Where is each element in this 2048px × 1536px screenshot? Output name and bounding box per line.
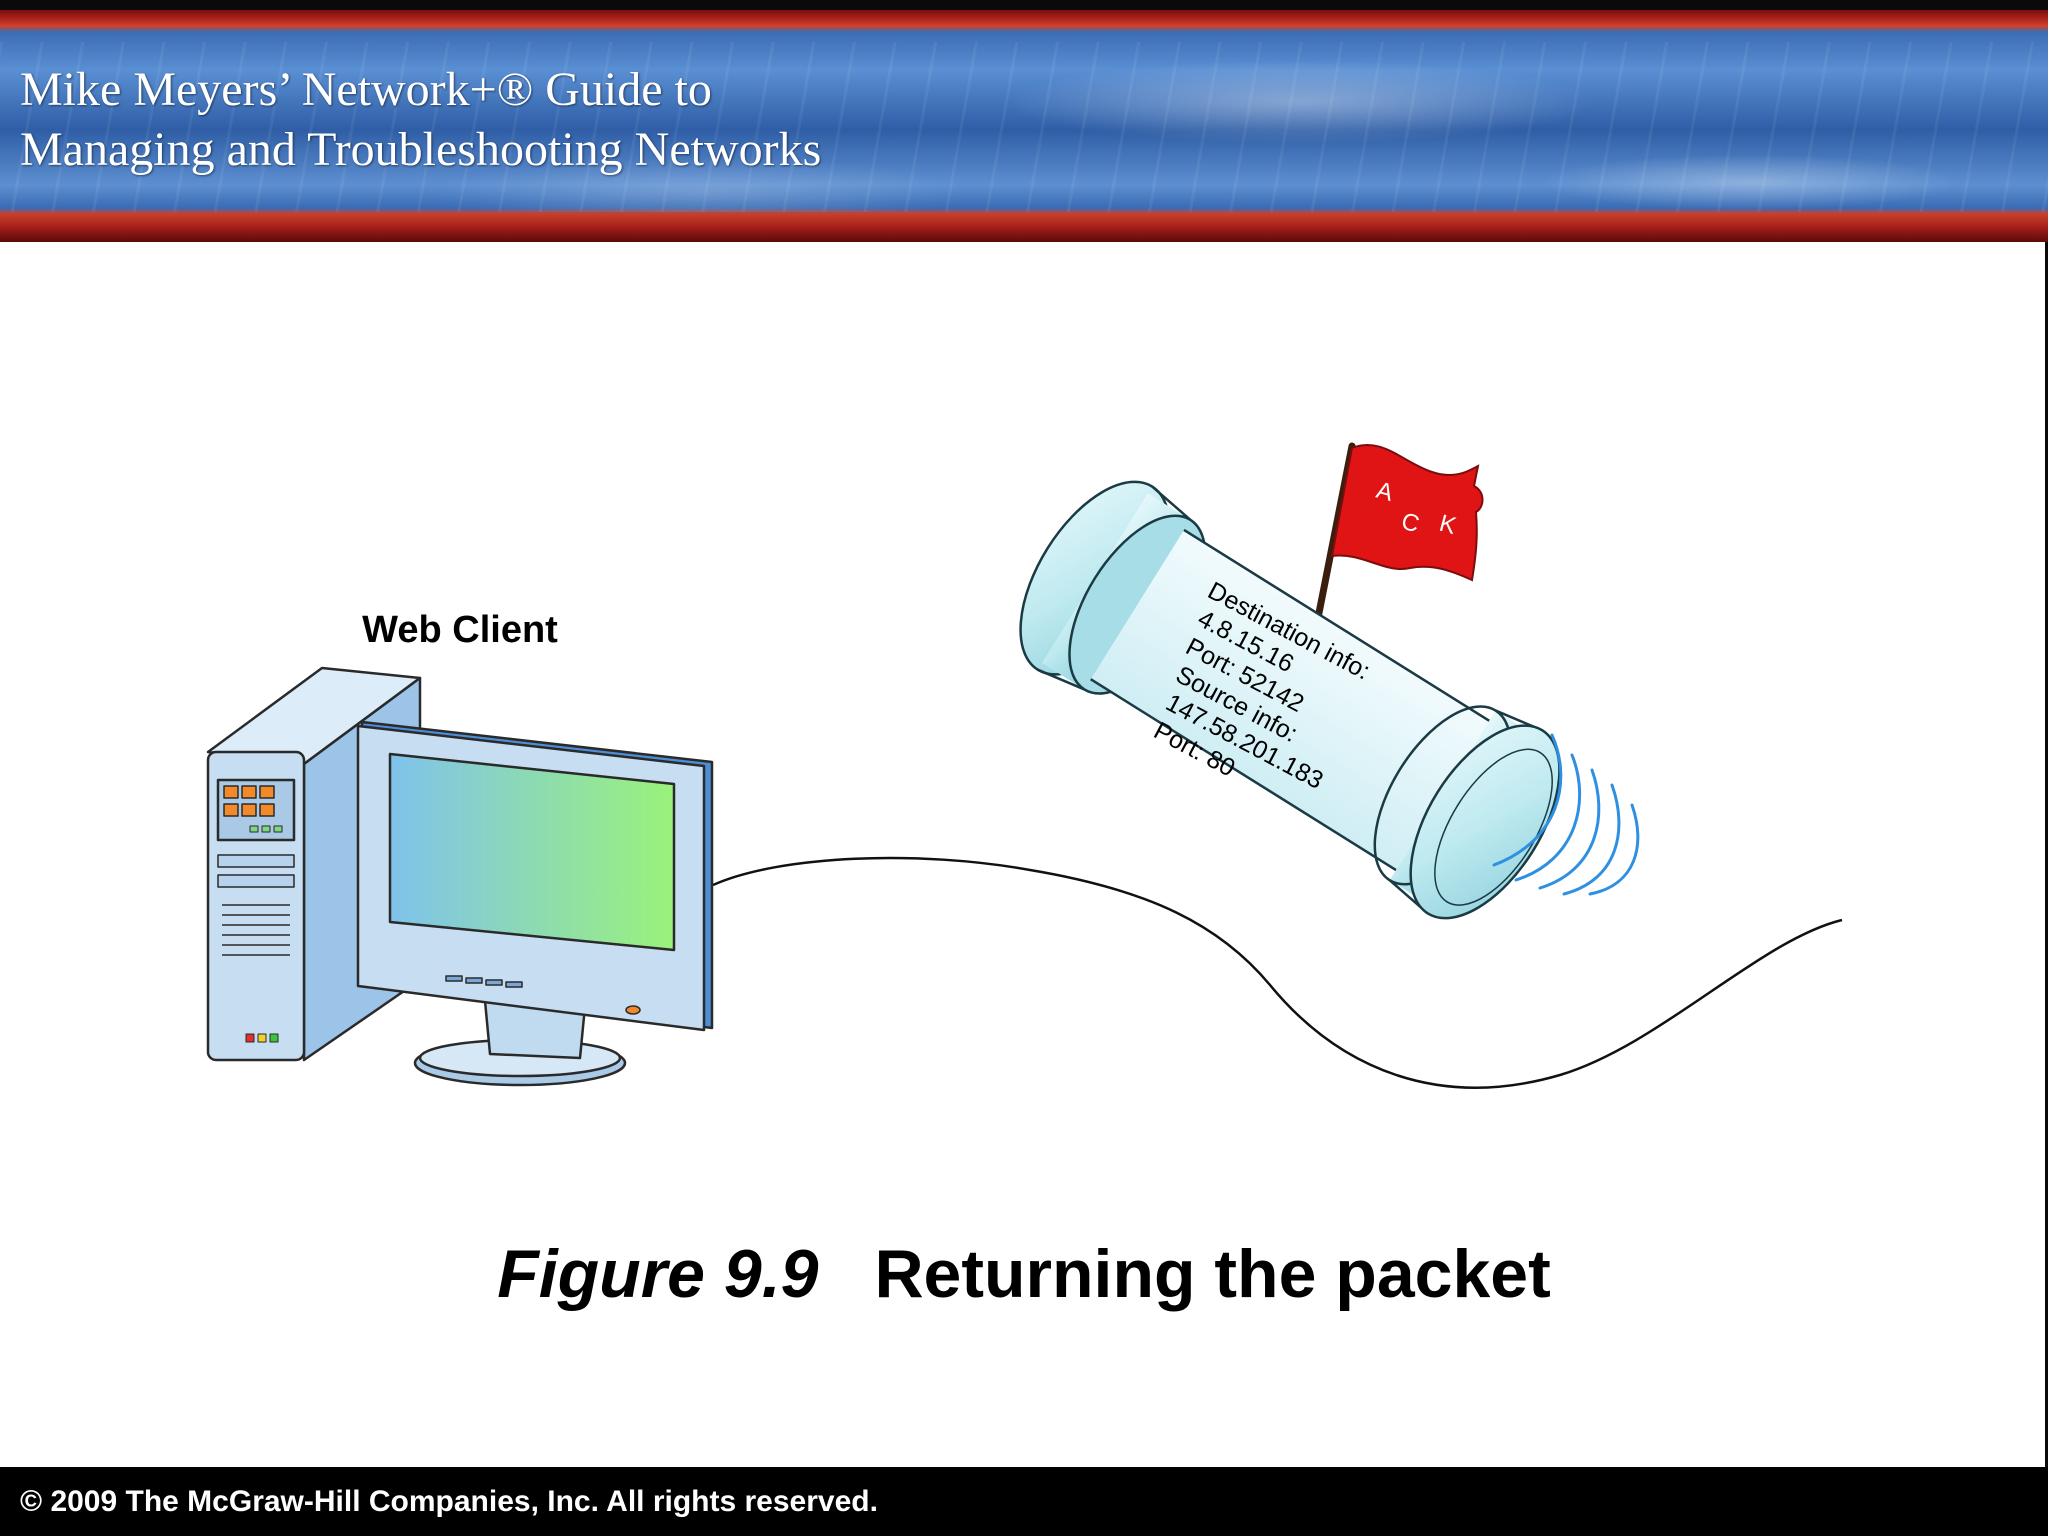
footer-bar: © 2009 The McGraw-Hill Companies, Inc. A… bbox=[0, 1467, 2048, 1536]
banner-title: Mike Meyers’ Network+® Guide to Managing… bbox=[20, 60, 821, 180]
figure-title: Returning the packet bbox=[874, 1236, 1551, 1312]
motion-lines-icon bbox=[1492, 733, 1640, 896]
network-diagram: Web Client bbox=[206, 442, 1843, 1089]
monitor-icon bbox=[356, 720, 714, 1087]
ack-flag-letter: K bbox=[1436, 510, 1458, 540]
banner-title-line-2: Managing and Troubleshooting Networks bbox=[20, 123, 822, 176]
banner-background-art bbox=[0, 42, 2048, 212]
top-border bbox=[0, 0, 2048, 10]
figure-caption: Figure 9.9 Returning the packet bbox=[0, 1235, 2048, 1313]
copyright-text: © 2009 The McGraw-Hill Companies, Inc. A… bbox=[20, 1485, 878, 1518]
ack-flag-icon: A C K bbox=[1314, 442, 1484, 622]
figure-number: Figure 9.9 bbox=[497, 1236, 819, 1312]
ack-flag-letter: C bbox=[1398, 508, 1422, 539]
banner-title-line-1: Mike Meyers’ Network+® Guide to bbox=[20, 63, 712, 116]
network-cable bbox=[712, 856, 1843, 1089]
ack-flag-letter: A bbox=[1373, 477, 1395, 507]
packet-capsule bbox=[1019, 480, 1561, 920]
web-client-label: Web Client bbox=[362, 609, 558, 651]
right-border bbox=[2045, 242, 2048, 1467]
slide-banner: Mike Meyers’ Network+® Guide to Managing… bbox=[0, 10, 2048, 242]
